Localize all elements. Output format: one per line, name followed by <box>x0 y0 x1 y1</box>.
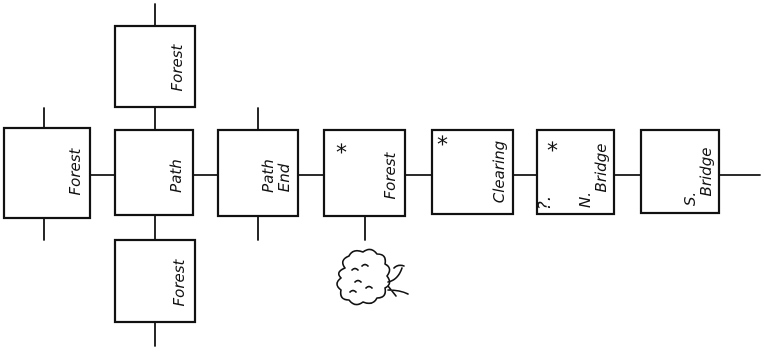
connectors <box>43 3 761 347</box>
room-forest-east: * Forest <box>322 128 407 218</box>
room-label: Forest <box>381 151 399 199</box>
star-marker: * <box>437 133 448 158</box>
room-clearing: * Clearing <box>430 128 515 216</box>
question-note: ?. <box>535 196 555 210</box>
star-marker: * <box>547 139 558 164</box>
room-label: Forest <box>170 258 188 306</box>
room-label: Bridge <box>592 144 610 193</box>
room-label: Clearing <box>490 141 508 203</box>
room-label-line2: End <box>275 163 293 192</box>
room-label-line1: Path <box>259 159 277 193</box>
room-path: Path <box>113 128 195 217</box>
room-forest-west: Forest <box>2 126 92 220</box>
room-label-prefix: N. <box>576 192 594 208</box>
room-forest-south: Forest <box>113 238 197 324</box>
room-label: Path <box>167 159 185 193</box>
room-path-end: Path End <box>216 128 300 218</box>
room-label-prefix: S. <box>681 192 699 206</box>
room-label: Forest <box>168 43 186 91</box>
star-marker: * <box>336 141 347 166</box>
tree-sketch-icon <box>336 248 409 306</box>
room-bridge-n: * ?. N. Bridge <box>535 128 616 216</box>
room-label: Bridge <box>697 148 715 197</box>
room-forest-north: Forest <box>113 24 197 109</box>
room-bridge-s: S. Bridge <box>639 128 721 215</box>
room-label: Forest <box>66 147 84 195</box>
